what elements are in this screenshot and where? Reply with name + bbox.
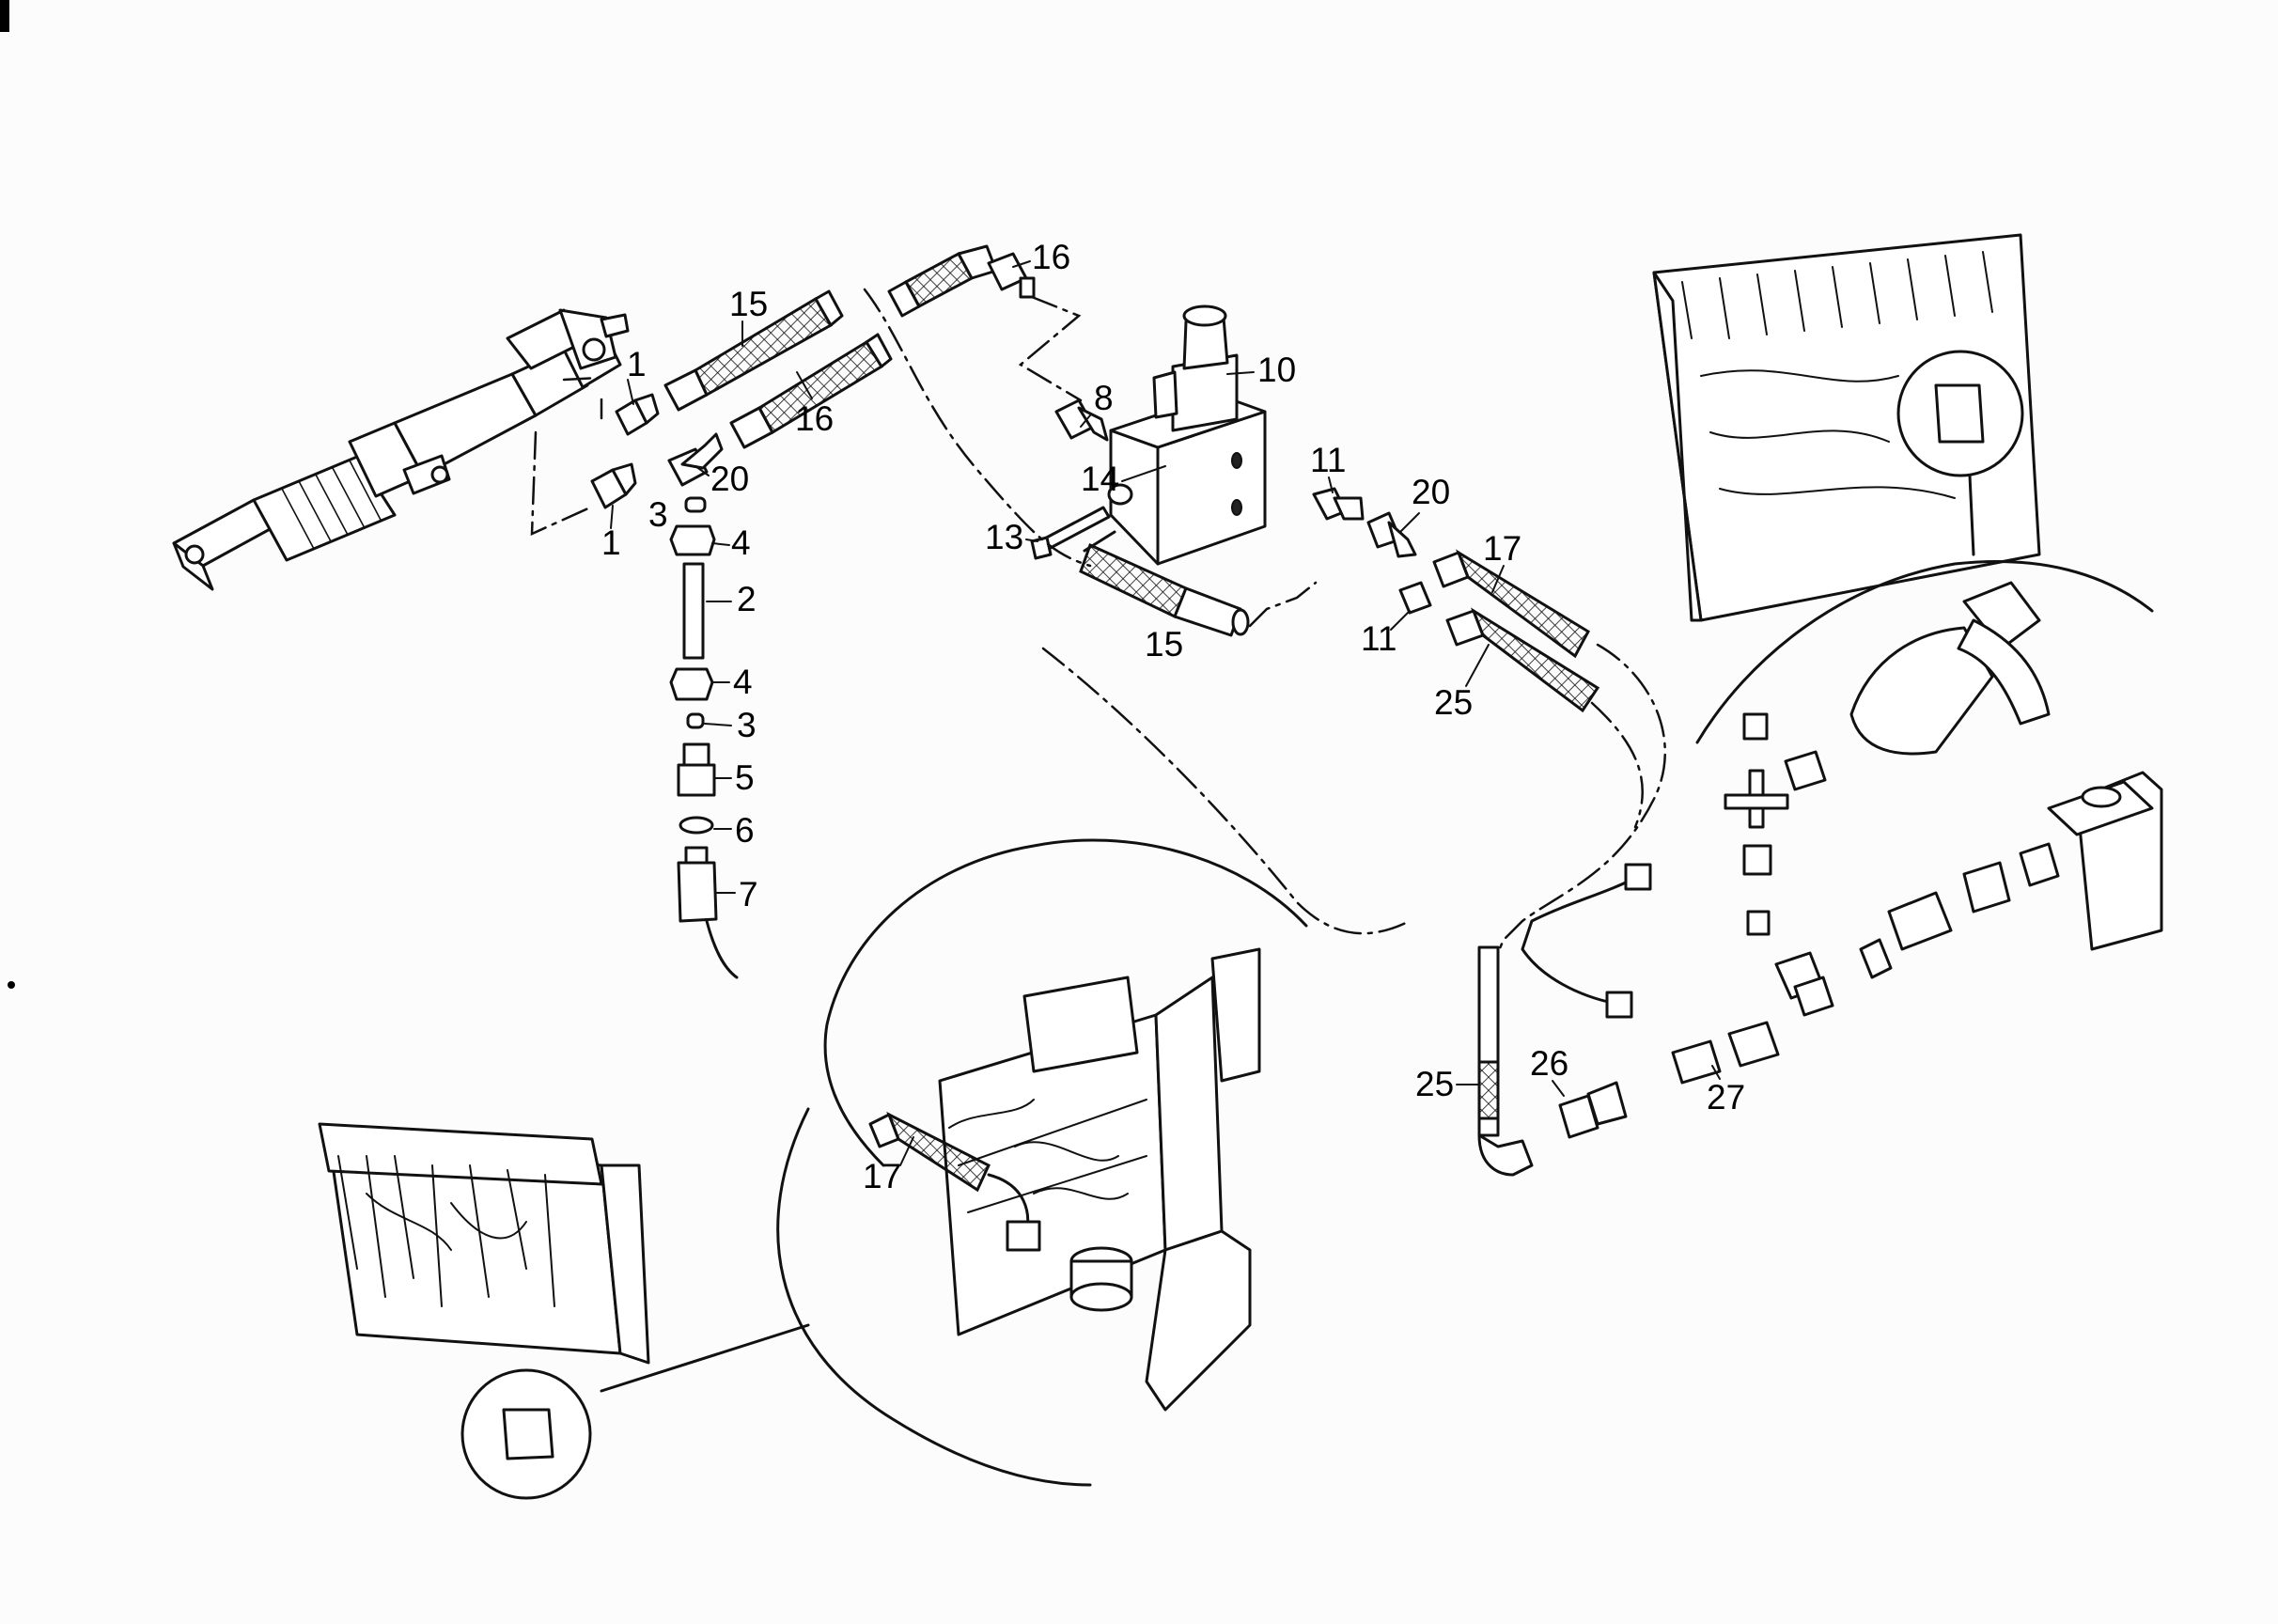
engine-view-top-right bbox=[1652, 233, 2041, 622]
callout-11-lower: 11 bbox=[1361, 619, 1396, 658]
callout-17-lower: 17 bbox=[863, 1157, 901, 1195]
callout-11-upper: 11 bbox=[1310, 441, 1346, 479]
callout-6: 6 bbox=[735, 811, 755, 850]
callout-1-upper: 1 bbox=[627, 345, 647, 383]
callout-15-lower: 15 bbox=[1145, 625, 1183, 664]
callout-20-left: 20 bbox=[710, 460, 749, 498]
callout-16-top: 16 bbox=[1032, 238, 1070, 276]
callout-13: 13 bbox=[985, 518, 1023, 556]
callout-3-lower: 3 bbox=[737, 706, 757, 744]
engine-view-bottom-left bbox=[318, 1122, 810, 1500]
callout-25-lower: 25 bbox=[1415, 1065, 1454, 1103]
center-machine-view bbox=[776, 838, 1308, 1487]
callout-5: 5 bbox=[735, 758, 755, 797]
callouts: 1 1 2 3 3 4 4 5 6 7 8 10 11 11 13 14 15 … bbox=[601, 238, 1745, 1195]
vertical-fitting-stack bbox=[669, 496, 739, 979]
callout-20-right: 20 bbox=[1412, 473, 1450, 511]
callout-14: 14 bbox=[1081, 460, 1119, 498]
callout-8: 8 bbox=[1094, 379, 1114, 417]
callout-17-right: 17 bbox=[1483, 529, 1521, 568]
callout-4-upper: 4 bbox=[731, 523, 751, 562]
callout-2: 2 bbox=[737, 580, 757, 618]
callout-3-upper: 3 bbox=[648, 495, 668, 534]
callout-7: 7 bbox=[739, 875, 758, 914]
scan-mark bbox=[0, 0, 9, 32]
callout-25-upper: 25 bbox=[1434, 683, 1473, 722]
callout-16-lower-left: 16 bbox=[795, 399, 834, 438]
hose-16-top bbox=[887, 244, 1083, 402]
callout-27: 27 bbox=[1707, 1078, 1745, 1116]
hydraulic-cylinder bbox=[172, 308, 630, 591]
callout-10: 10 bbox=[1257, 351, 1296, 389]
callout-4-lower: 4 bbox=[733, 663, 753, 701]
callout-15-upper: 15 bbox=[729, 285, 768, 323]
fittings-upper-left bbox=[530, 289, 893, 536]
callout-1-lower: 1 bbox=[601, 523, 621, 562]
accumulator-filter-group bbox=[1477, 559, 2163, 1177]
scan-dot bbox=[8, 981, 15, 989]
valve-block bbox=[1030, 304, 1600, 713]
callout-26: 26 bbox=[1530, 1044, 1568, 1083]
